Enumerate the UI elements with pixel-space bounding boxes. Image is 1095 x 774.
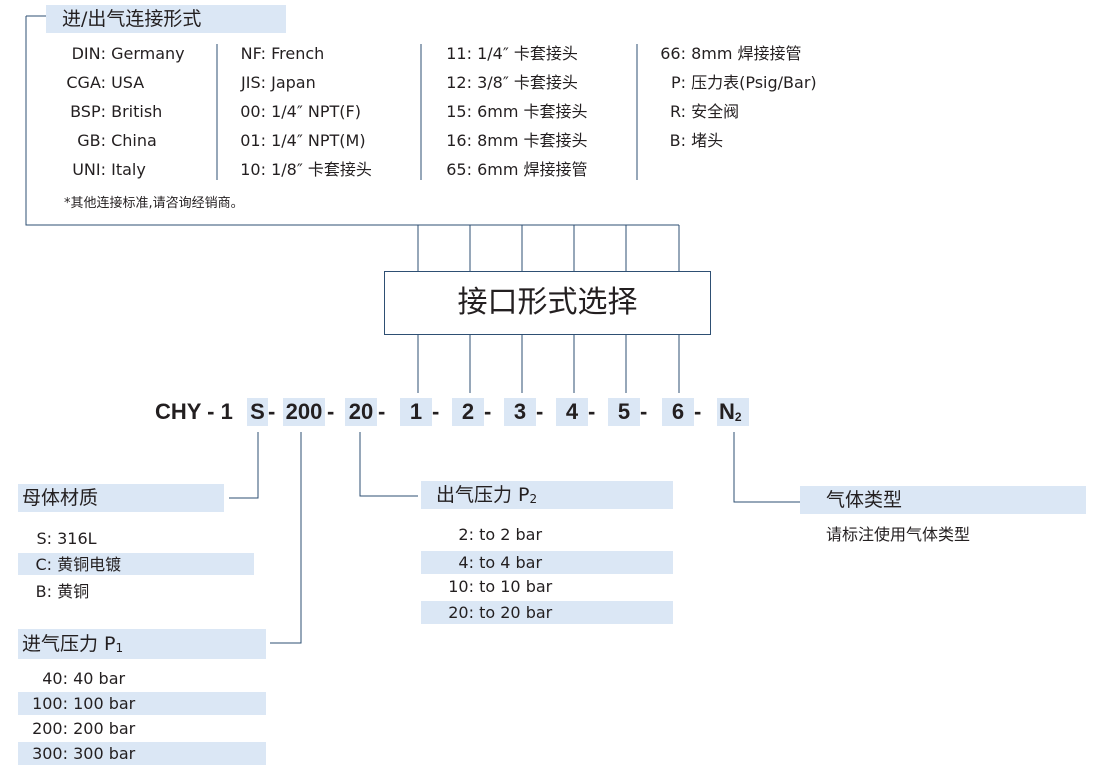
code-sep: - [327, 399, 335, 424]
gas-type-title: 气体类型 [826, 489, 903, 511]
list-item: 2: to 2 bar [458, 525, 543, 544]
row-highlight [18, 553, 254, 575]
list-item: 100: 100 bar [32, 694, 136, 713]
connection-type-header [46, 5, 286, 33]
list-item: 4: to 4 bar [458, 553, 543, 572]
material-header [18, 484, 224, 512]
list-item: UNI: Italy [72, 160, 146, 179]
list-item: R: 安全阀 [669, 102, 740, 121]
gas-type-note: 请标注使用气体类型 [826, 525, 971, 544]
code-outlet: 20 [345, 398, 377, 426]
list-item: P: 压力表(Psig/Bar) [670, 73, 817, 92]
interface-selection-box: 接口形式选择 [384, 271, 711, 335]
list-item: B: 黄铜 [35, 582, 90, 601]
list-item: C: 黄铜电镀 [35, 555, 122, 574]
list-item: 11: 1/4″ 卡套接头 [446, 44, 578, 63]
list-item: JIS: Japan [241, 73, 316, 92]
code-sep: - [378, 399, 386, 424]
code-inlet: 200 [283, 398, 325, 426]
inlet-pressure-title: 进气压力 P1 [22, 633, 124, 655]
code-port-3: 3 [504, 398, 536, 426]
connection-type-title: 进/出气连接形式 [62, 8, 202, 30]
list-item: 16: 8mm 卡套接头 [446, 131, 588, 150]
list-item: DIN: Germany [71, 44, 185, 63]
code-port-2: 2 [452, 398, 484, 426]
code-sep: - [694, 399, 702, 424]
code-sep: - [588, 399, 596, 424]
code-sep: - [432, 399, 440, 424]
connection-note: *其他连接标准,请咨询经销商。 [64, 196, 244, 211]
list-item: 40: 40 bar [42, 669, 126, 688]
outlet-pressure-header [421, 481, 673, 509]
code-sep: - [640, 399, 648, 424]
code-sep: - [268, 399, 276, 424]
code-sep: - [484, 399, 492, 424]
list-item: 200: 200 bar [32, 719, 136, 738]
list-item: 66: 8mm 焊接接管 [660, 44, 802, 63]
code-port-1: 1 [400, 398, 432, 426]
list-item: 01: 1/4″ NPT(M) [240, 131, 366, 150]
code-prefix: CHY - 1 [155, 399, 233, 424]
code-port-6: 6 [662, 398, 694, 426]
material-title: 母体材质 [22, 487, 99, 509]
gas-type-header [800, 486, 1086, 514]
code-port-4: 4 [556, 398, 588, 426]
list-item: 10: to 10 bar [448, 577, 553, 596]
code-sep: - [536, 399, 544, 424]
inlet-pressure-header [18, 629, 266, 659]
list-item: 20: to 20 bar [448, 603, 553, 622]
code-port-5: 5 [608, 398, 640, 426]
list-item: CGA: USA [66, 73, 145, 92]
code-material: S [247, 398, 268, 426]
list-item: BSP: British [70, 102, 163, 121]
row-highlight [421, 601, 673, 624]
row-highlight [421, 551, 673, 574]
list-item: 10: 1/8″ 卡套接头 [240, 160, 372, 179]
row-highlight [18, 742, 266, 765]
outlet-pressure-title: 出气压力 P2 [436, 484, 538, 506]
row-highlight [18, 692, 266, 715]
list-item: 65: 6mm 焊接接管 [446, 160, 588, 179]
list-item: 15: 6mm 卡套接头 [446, 102, 588, 121]
list-item: S: 316L [36, 529, 97, 548]
list-item: NF: French [240, 44, 325, 63]
list-item: 12: 3/8″ 卡套接头 [446, 73, 578, 92]
code-gas: N2 [717, 398, 749, 426]
list-item: B: 堵头 [669, 131, 724, 150]
list-item: GB: China [77, 131, 157, 150]
list-item: 00: 1/4″ NPT(F) [240, 102, 361, 121]
list-item: 300: 300 bar [32, 744, 136, 763]
